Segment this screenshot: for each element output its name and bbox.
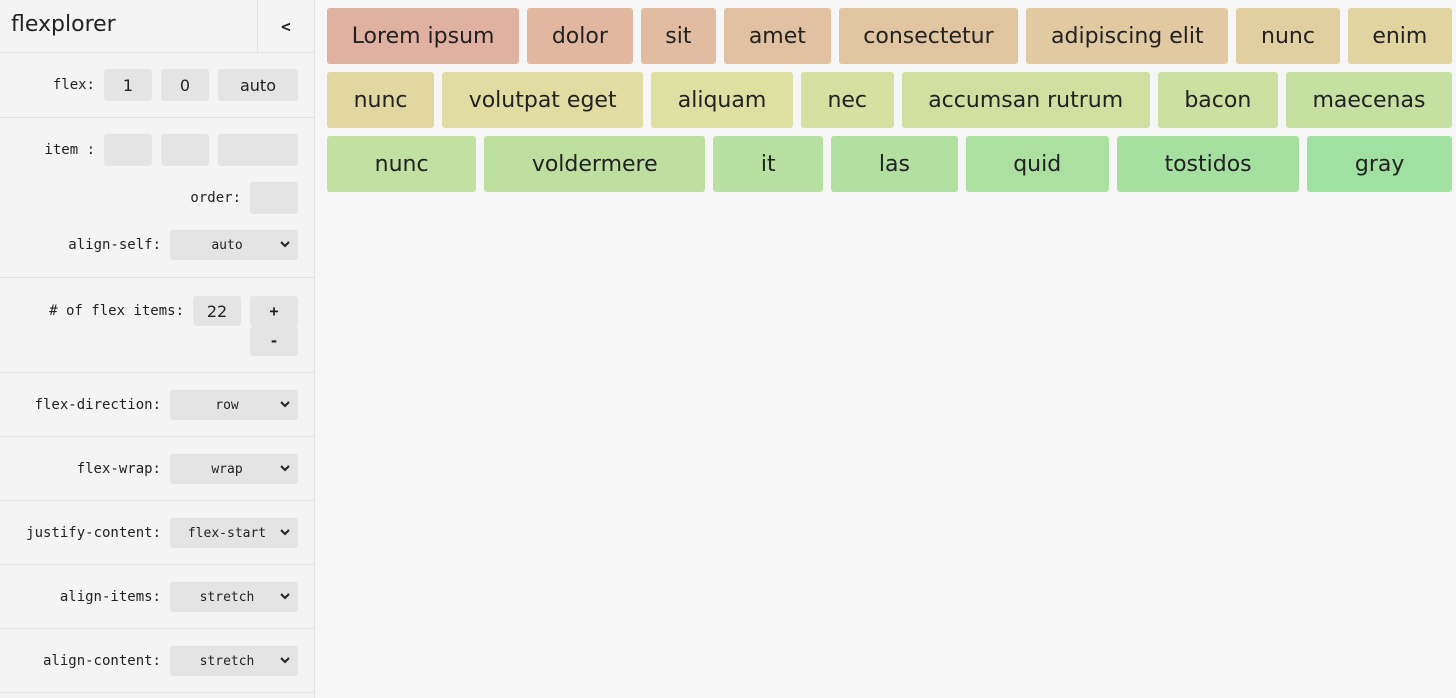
flex-item[interactable]: adipiscing elit: [1026, 8, 1229, 64]
flex-container: Lorem ipsum dolor sit amet consectetur a…: [323, 8, 1456, 200]
flex-label: flex:: [52, 77, 95, 93]
flex-item[interactable]: voldermere: [484, 136, 706, 192]
chevron-down-icon: [280, 657, 290, 664]
flex-wrap-value: wrap: [211, 461, 243, 477]
justify-content-row: justify-content: flex-start: [0, 501, 314, 548]
flex-item[interactable]: volutpat eget: [442, 72, 644, 128]
flex-item[interactable]: bacon: [1157, 72, 1278, 128]
chevron-down-icon: [280, 401, 290, 408]
align-items-value: stretch: [199, 589, 255, 605]
collapse-sidebar-button[interactable]: <: [257, 0, 314, 52]
align-content-label: align-content:: [42, 653, 161, 669]
flex-shrink-input[interactable]: [161, 69, 209, 101]
flex-row: flex:: [0, 53, 314, 101]
justify-content-value: flex-start: [187, 525, 267, 541]
flex-item[interactable]: consectetur: [838, 8, 1019, 64]
order-row: order:: [0, 166, 314, 214]
flex-wrap-section: flex-wrap: wrap: [0, 437, 314, 501]
align-items-section: align-items: stretch: [0, 565, 314, 629]
flex-direction-section: flex-direction: row: [0, 373, 314, 437]
justify-content-section: justify-content: flex-start: [0, 501, 314, 565]
align-self-value: auto: [211, 237, 243, 253]
flex-line-1: Lorem ipsum dolor sit amet consectetur a…: [323, 8, 1456, 64]
flex-item[interactable]: quid: [965, 136, 1109, 192]
flex-item[interactable]: nunc: [327, 136, 477, 192]
item-basis-input[interactable]: [218, 134, 298, 166]
flex-basis-input[interactable]: [218, 69, 298, 101]
flex-wrap-select[interactable]: wrap: [170, 454, 298, 484]
flex-item[interactable]: accumsan rutrum: [901, 72, 1150, 128]
align-content-section: align-content: stretch: [0, 629, 314, 693]
flex-wrap-row: flex-wrap: wrap: [0, 437, 314, 484]
order-input[interactable]: [250, 182, 298, 214]
align-self-label: align-self:: [68, 237, 161, 253]
flex-grow-input[interactable]: [104, 69, 152, 101]
item-label: item :: [44, 142, 95, 158]
flex-line-2: nunc volutpat eget aliquam nec accumsan …: [323, 72, 1456, 128]
order-label: order:: [190, 190, 241, 206]
count-row: # of flex items: + -: [0, 278, 314, 356]
remove-item-button[interactable]: -: [250, 326, 298, 356]
sidebar: flexplorer < flex: item : order: align-s…: [0, 0, 315, 698]
count-section: # of flex items: + -: [0, 278, 314, 373]
item-shrink-input[interactable]: [161, 134, 209, 166]
align-self-select[interactable]: auto: [170, 230, 298, 260]
flex-item[interactable]: enim: [1347, 8, 1453, 64]
item-flex-row: item :: [0, 118, 314, 166]
sidebar-header: flexplorer <: [0, 0, 314, 53]
align-self-row: align-self: auto: [0, 214, 314, 260]
flex-item[interactable]: aliquam: [651, 72, 793, 128]
item-grow-input[interactable]: [104, 134, 152, 166]
item-count-input[interactable]: [193, 296, 241, 326]
flex-direction-label: flex-direction:: [34, 397, 161, 413]
flex-item[interactable]: Lorem ipsum: [327, 8, 520, 64]
align-content-value: stretch: [199, 653, 255, 669]
flex-item[interactable]: nunc: [327, 72, 435, 128]
flex-wrap-label: flex-wrap:: [76, 461, 161, 477]
align-items-select[interactable]: stretch: [170, 582, 298, 612]
flex-item[interactable]: dolor: [527, 8, 633, 64]
justify-content-select[interactable]: flex-start: [170, 518, 298, 548]
align-items-label: align-items:: [59, 589, 161, 605]
justify-content-label: justify-content:: [26, 525, 161, 541]
flex-line-3: nunc voldermere it las quid tostidos gra…: [323, 136, 1456, 192]
app-title: flexplorer: [11, 12, 116, 37]
flex-item[interactable]: gray: [1307, 136, 1453, 192]
chevron-down-icon: [280, 241, 290, 248]
flex-item[interactable]: tostidos: [1116, 136, 1300, 192]
flex-item[interactable]: nec: [800, 72, 894, 128]
chevron-down-icon: [280, 529, 290, 536]
flex-direction-select[interactable]: row: [170, 390, 298, 420]
count-label: # of flex items:: [49, 303, 184, 319]
chevron-down-icon: [280, 593, 290, 600]
flex-item[interactable]: las: [831, 136, 958, 192]
align-content-row: align-content: stretch: [0, 629, 314, 676]
chevron-down-icon: [280, 465, 290, 472]
flex-item[interactable]: sit: [640, 8, 717, 64]
align-items-row: align-items: stretch: [0, 565, 314, 612]
flex-section: flex:: [0, 53, 314, 118]
flex-item[interactable]: nunc: [1236, 8, 1340, 64]
flex-item[interactable]: amet: [724, 8, 831, 64]
flex-direction-value: row: [215, 397, 239, 413]
flex-item[interactable]: it: [713, 136, 824, 192]
align-content-select[interactable]: stretch: [170, 646, 298, 676]
flex-item[interactable]: maecenas: [1285, 72, 1453, 128]
add-item-button[interactable]: +: [250, 296, 298, 326]
flex-direction-row: flex-direction: row: [0, 373, 314, 420]
item-section: item : order: align-self: auto: [0, 118, 314, 278]
count-stepper: + -: [250, 296, 298, 356]
